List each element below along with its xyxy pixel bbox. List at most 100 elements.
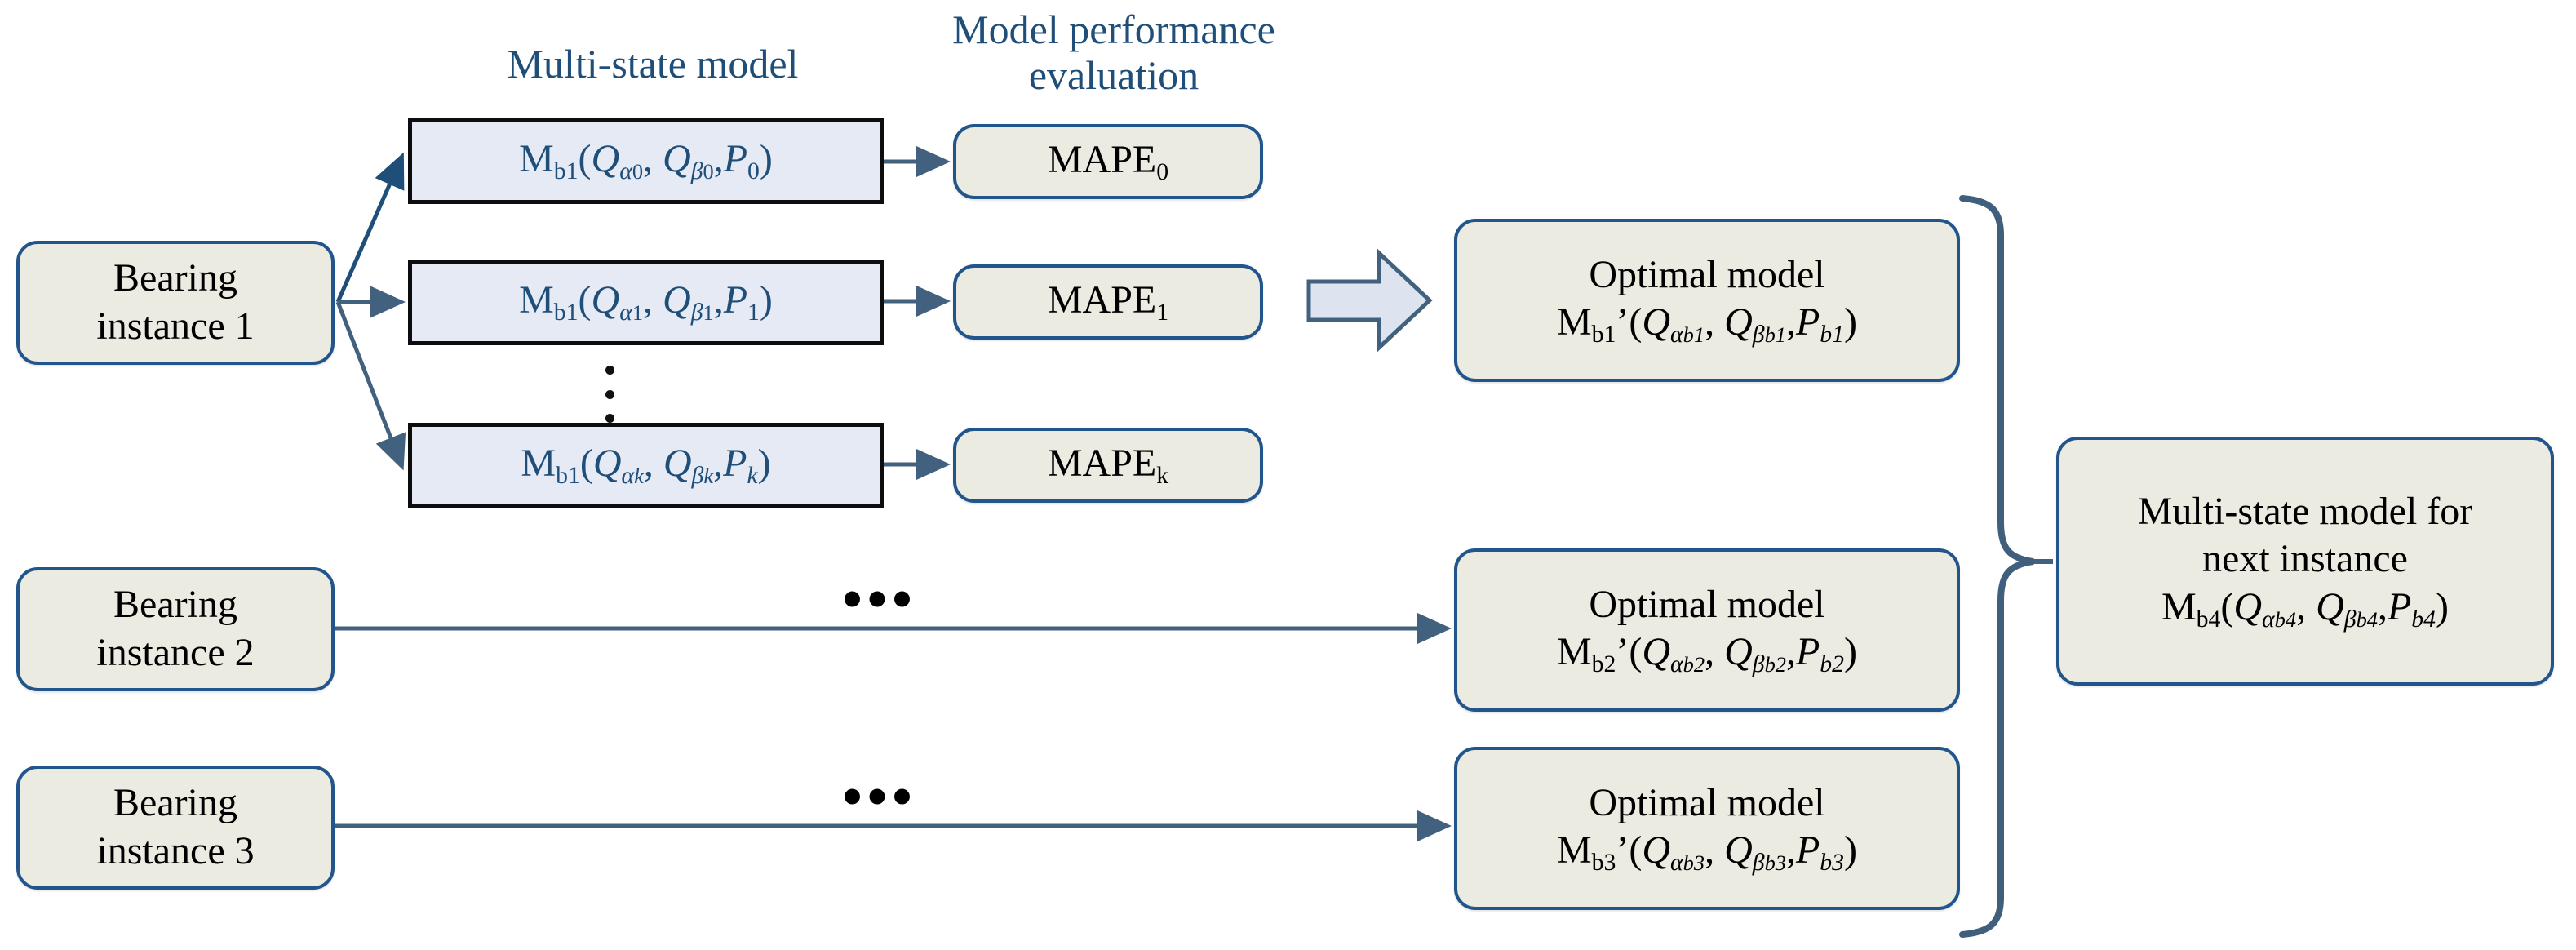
candidate-model-1-formula: Mb1(Qα1, Qβ1,P1) — [519, 277, 773, 326]
opt-b2-base-sub: b2 — [1591, 650, 1616, 678]
opt-b3-base-sub: b3 — [1591, 849, 1616, 877]
optimal-b1-title: Optimal model — [1589, 252, 1825, 296]
ellipsis-dot — [605, 414, 614, 423]
bearing-instance-1-label: Bearing instance 1 — [96, 256, 255, 348]
mape-k-name: MAPE — [1047, 441, 1157, 485]
beta-glyph-k: β — [691, 462, 704, 490]
mape-1-label: MAPE1 — [1048, 277, 1168, 327]
model-1-p: P — [723, 278, 748, 322]
node-metric-mape-1[interactable]: MAPE1 — [953, 264, 1263, 340]
opt-b3-comma-b: , — [1785, 828, 1796, 872]
opt-b3-beta: β — [1752, 849, 1765, 877]
node-candidate-model-0[interactable]: Mb1(Qα0, Qβ0,P0) — [408, 118, 884, 204]
mape-0-name: MAPE — [1047, 137, 1157, 181]
horizontal-ellipsis-row3: ••• — [842, 766, 917, 828]
next-comma-b: , — [2377, 584, 2388, 628]
model-k-qbeta: Q — [663, 442, 692, 486]
mape-0-sub: 0 — [1156, 158, 1169, 185]
opt-b2-qalpha: Q — [1642, 630, 1671, 674]
branch-arrows — [335, 152, 406, 471]
opt-b1-prime: ’ — [1616, 300, 1629, 344]
opt-b1-base: M — [1556, 300, 1592, 344]
block-arrow-icon — [1306, 248, 1433, 353]
opt-b2-alpha: α — [1670, 650, 1683, 678]
optimal-b1-formula: Mb1’(Qαb1, Qβb1,Pb1) — [1557, 299, 1857, 349]
comma-0a: , — [643, 137, 654, 181]
opt-b3-alpha-sub: b3 — [1683, 850, 1705, 876]
node-optimal-model-b2[interactable]: Optimal model Mb2’(Qαb2, Qβb2,Pb2) — [1454, 548, 1960, 712]
next-base-sub: b4 — [2196, 605, 2221, 633]
model-k-p: P — [723, 442, 747, 486]
node-metric-mape-0[interactable]: MAPE0 — [953, 124, 1263, 199]
next-qbeta: Q — [2316, 584, 2344, 628]
model-0-base: M — [519, 137, 554, 181]
opt-b1-beta-sub: b1 — [1764, 322, 1786, 348]
node-bearing-instance-1[interactable]: Bearing instance 1 — [16, 241, 335, 365]
next-beta-sub: b4 — [2356, 606, 2378, 632]
opt-b1-alpha: α — [1670, 321, 1683, 348]
vertical-ellipsis — [604, 366, 615, 423]
mape-k-label: MAPEk — [1048, 440, 1168, 491]
header-multi-state-model: Multi-state model — [507, 41, 799, 87]
model-1-base: M — [519, 278, 554, 322]
beta-glyph-1: β — [690, 299, 703, 326]
model-1-beta-sub: 1 — [703, 300, 714, 326]
node-bearing-instance-3[interactable]: Bearing instance 3 — [16, 766, 335, 890]
beta-glyph-0: β — [690, 158, 703, 185]
header-model-performance-evaluation: Model performance evaluation — [952, 7, 1275, 98]
node-candidate-model-k[interactable]: Mb1(Qαk, Qβk,Pk) — [408, 423, 884, 508]
opt-b3-p: P — [1795, 828, 1820, 872]
mape-0-label: MAPE0 — [1048, 136, 1168, 187]
opt-b3-beta-sub: b3 — [1764, 850, 1786, 876]
opt-b3-qalpha: Q — [1642, 828, 1671, 872]
comma-0b: , — [713, 137, 724, 181]
rparen-0: ) — [759, 137, 773, 181]
grouping-brace — [1959, 195, 2034, 938]
comma-ka: , — [643, 442, 654, 486]
opt-b3-alpha: α — [1670, 849, 1683, 877]
opt-b1-p: P — [1795, 300, 1820, 344]
alpha-glyph-k: α — [621, 462, 635, 490]
opt-b1-comma-a: , — [1705, 300, 1715, 344]
opt-b2-p: P — [1795, 630, 1820, 674]
opt-b1-p-sub: b1 — [1820, 321, 1845, 348]
model-k-beta-sub: k — [703, 464, 714, 489]
mape-1-name: MAPE — [1047, 277, 1157, 322]
opt-b2-alpha-sub: b2 — [1683, 652, 1705, 677]
optimal-b1-content: Optimal model Mb1’(Qαb1, Qβb1,Pb1) — [1557, 251, 1857, 350]
model-0-p-sub: 0 — [747, 158, 760, 185]
next-beta: β — [2343, 605, 2357, 633]
comma-kb: , — [713, 442, 724, 486]
model-0-alpha-sub: 0 — [632, 159, 644, 184]
node-optimal-model-b1[interactable]: Optimal model Mb1’(Qαb1, Qβb1,Pb1) — [1454, 219, 1960, 382]
mape-k-sub: k — [1156, 461, 1169, 489]
opt-b3-lparen: ( — [1629, 828, 1643, 872]
opt-b1-beta: β — [1752, 321, 1765, 348]
node-optimal-model-b3[interactable]: Optimal model Mb3’(Qαb3, Qβb3,Pb3) — [1454, 747, 1960, 910]
bearing-instance-3-label: Bearing instance 3 — [96, 781, 255, 872]
lparen-0: ( — [578, 137, 592, 181]
model-k-p-sub: k — [747, 462, 758, 490]
opt-b1-base-sub: b1 — [1591, 321, 1616, 348]
opt-b2-base: M — [1556, 630, 1592, 674]
node-bearing-instance-2[interactable]: Bearing instance 2 — [16, 567, 335, 691]
next-instance-formula: Mb4(Qαb4, Qβb4,Pb4) — [2138, 584, 2473, 634]
opt-b2-qbeta: Q — [1724, 630, 1753, 674]
candidate-model-k-formula: Mb1(Qαk, Qβk,Pk) — [521, 441, 770, 490]
rparen-k: ) — [757, 442, 771, 486]
model-0-p: P — [723, 137, 748, 181]
model-k-base: M — [521, 442, 556, 486]
opt-b3-comma-a: , — [1705, 828, 1715, 872]
candidate-model-0-formula: Mb1(Qα0, Qβ0,P0) — [519, 136, 773, 185]
node-metric-mape-k[interactable]: MAPEk — [953, 428, 1263, 503]
rparen-1: ) — [759, 278, 773, 322]
ellipsis-dot — [605, 389, 614, 399]
node-next-instance-model[interactable]: Multi-state model for next instance Mb4(… — [2056, 437, 2554, 686]
opt-b2-prime: ’ — [1616, 630, 1629, 674]
opt-b2-beta-sub: b2 — [1764, 652, 1786, 677]
model-1-base-sub: b1 — [553, 299, 579, 326]
optimal-b3-content: Optimal model Mb3’(Qαb3, Qβb3,Pb3) — [1557, 779, 1857, 878]
model-0-qbeta: Q — [663, 137, 691, 181]
next-rparen: ) — [2436, 584, 2450, 628]
node-candidate-model-1[interactable]: Mb1(Qα1, Qβ1,P1) — [408, 260, 884, 345]
